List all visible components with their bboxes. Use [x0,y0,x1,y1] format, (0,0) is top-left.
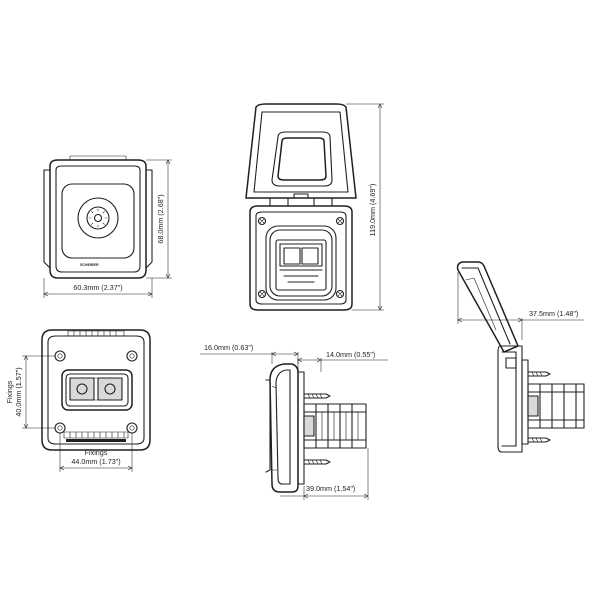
side-flange-label: 14.0mm (0.55") [326,350,375,359]
dim-side-flange [297,357,388,372]
front-open-view: 119.0mm (4.69") [245,103,384,311]
dim-side-front [200,351,299,364]
brand-logo: SCHEIBER [80,263,99,267]
front-closed-view: SCHEIBER 60.3mm (2.37") 68.0mm (2.68") [43,155,172,298]
dim-rear-fix-width [59,433,133,472]
dim-front-height [146,159,172,279]
rear-vent-top [67,330,125,337]
open-side-screw-top [527,371,551,377]
side-view: 16.0mm (0.63") 14.0mm (0.55") 39.0mm (1.… [200,343,388,500]
side-front-label: 16.0mm (0.63") [204,343,253,352]
rear-fix-width-caption: Fixings [85,448,108,457]
side-body [303,403,367,449]
dim-rear-fix-height [22,355,55,429]
open-side-body [527,383,585,429]
open-side-depth-label: 37.5mm (1.48") [529,309,578,318]
dim-side-body [280,448,369,500]
open-side-view: 37.5mm (1.48") [456,261,585,453]
dim-open-height [346,103,384,311]
rear-fix-height-caption: Fixings [5,380,14,403]
side-screw-top [303,393,331,399]
front-width-label: 60.3mm (2.37") [73,283,122,292]
rear-connector-housing [61,369,133,411]
rear-view: Fixings 40.0mm (1.57") Fixings 44.0mm (1… [5,329,151,472]
side-body-label: 39.0mm (1.54") [306,484,355,493]
rear-vent-bottom [63,431,129,442]
open-height-label: 119.0mm (4.69") [368,184,377,237]
rear-fixing-holes [54,350,138,434]
open-side-screw-bottom [527,437,551,443]
mounting-screws [257,216,345,299]
dim-front-width [43,278,153,298]
rear-fix-width-label: 44.0mm (1.73") [71,457,120,466]
front-height-label: 68.0mm (2.68") [156,194,165,243]
dim-open-side-depth [457,272,584,340]
sun-icon [88,208,108,228]
side-screw-bottom [303,459,331,465]
rear-fix-height-label: 40.0mm (1.57") [14,367,23,416]
